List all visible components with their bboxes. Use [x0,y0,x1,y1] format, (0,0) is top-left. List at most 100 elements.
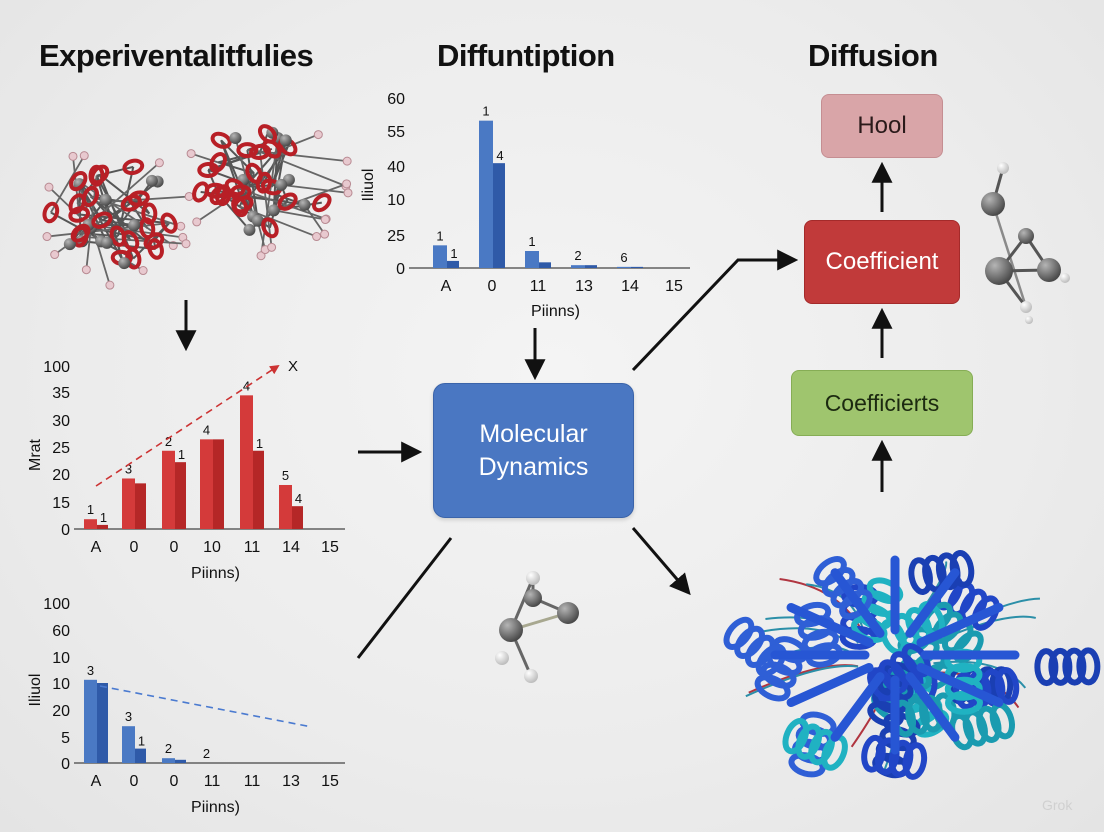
bar-primary [200,439,213,529]
bar-secondary [135,483,146,529]
heading-diffuntiption: Diffuntiption [437,38,615,73]
box-molecular-dynamics: Molecular Dynamics [433,383,634,518]
box-coefficient-label: Coefficient [825,248,939,275]
bar-primary [279,484,292,529]
box-md-line1: Molecular [479,420,588,448]
y-tick-label: 10 [52,650,70,667]
x-tick-label: 10 [203,539,221,556]
bar-data-label: 1 [436,228,443,243]
arrow-md-to-protein [631,527,691,596]
bar-data-label: 2 [165,434,172,449]
heading-diffusion: Diffusion [808,38,938,73]
x-tick-label: A [91,773,102,790]
bar-secondary [493,163,505,268]
bar-primary [122,478,135,529]
y-axis-label: Iliuol [360,169,377,202]
x-tick-label: A [441,278,452,295]
x-tick-label: 14 [282,539,300,556]
bar-primary [84,519,97,529]
x-tick-label: 11 [204,773,221,790]
bar-secondary [447,260,459,268]
y-tick-label: 30 [52,413,70,430]
x-axis-label: Piinns) [191,565,240,582]
y-tick-label: 0 [61,522,70,539]
bar-data-label: 6 [620,250,627,265]
bar-data-label: 1 [178,447,185,462]
bar-data-label: 3 [125,709,132,724]
bar-data-label: 1 [100,510,107,525]
x-tick-label: 0 [130,773,139,790]
bar-data-label: 4 [496,148,503,163]
x-tick-label: 14 [621,278,639,295]
y-tick-label: 10 [52,676,70,693]
box-md-line2: Dynamics [478,452,589,481]
bar-secondary [539,262,551,268]
y-tick-label: 35 [52,385,70,402]
bar-secondary [175,462,186,529]
flow-arrows [175,161,893,659]
watermark: Grok [1042,797,1073,813]
y-axis-label: Iliuol [27,674,44,707]
y-tick-label: 40 [387,159,405,176]
small-molecule-icon-right [981,162,1070,324]
y-tick-label: 20 [52,703,70,720]
bar-data-label: 3 [87,663,94,678]
x-tick-label: 11 [244,539,261,556]
y-tick-label: 0 [396,261,405,278]
y-tick-label: 60 [387,91,405,108]
bar-data-label: 2 [165,741,172,756]
x-axis-label: Piinns) [191,799,240,816]
bar-data-label: 1 [256,436,263,451]
small-molecule-icon [495,571,579,683]
bar-data-label: 2 [203,746,210,761]
x-tick-label: 13 [575,278,593,295]
x-tick-label: 13 [282,773,300,790]
bar-data-label: 2 [574,248,581,263]
y-axis-label: Mrat [27,438,44,471]
x-tick-label: 11 [530,278,547,295]
x-tick-label: 0 [170,539,179,556]
molecule-cluster-icon-2 [186,124,353,261]
x-tick-label: 11 [244,773,261,790]
y-tick-label: 5 [61,730,70,747]
bar-primary [479,120,493,269]
y-tick-label: 100 [43,596,70,613]
bar-secondary [135,748,146,763]
bar-secondary [213,439,224,529]
bar-primary [162,758,175,763]
y-tick-label: 0 [61,756,70,773]
y-tick-label: 15 [52,495,70,512]
box-coefficients-label: Coefficierts [824,389,940,416]
trend-line-red [95,364,280,487]
bar-primary [240,395,253,529]
bar-secondary [175,759,186,763]
y-tick-label: 100 [43,359,70,376]
bar-primary [433,245,447,268]
y-tick-label: 20 [52,467,70,484]
bar-data-label: 1 [528,234,535,249]
arrow-md-to-coefficient [631,249,799,372]
box-hool: Hool [821,94,943,158]
bar-primary [122,726,135,763]
bar-primary [571,265,585,268]
bar-secondary [97,683,108,763]
bar-data-label: 3 [125,461,132,476]
heading-experimental: Experiventalitfulies [39,38,314,73]
x-tick-label: 0 [488,278,497,295]
y-tick-label: 10 [387,192,405,209]
bar-data-label: 1 [87,502,94,517]
molecule-cluster-icon [42,151,194,290]
x-tick-label: A [91,539,102,556]
bar-primary [617,266,631,268]
bar-secondary [97,524,108,529]
x-tick-label: 15 [321,773,339,790]
y-tick-label: 25 [52,440,70,457]
y-tick-label: 60 [52,623,70,640]
x-tick-label: 15 [321,539,339,556]
bar-secondary [631,266,643,268]
bar-data-label: 4 [295,491,302,506]
